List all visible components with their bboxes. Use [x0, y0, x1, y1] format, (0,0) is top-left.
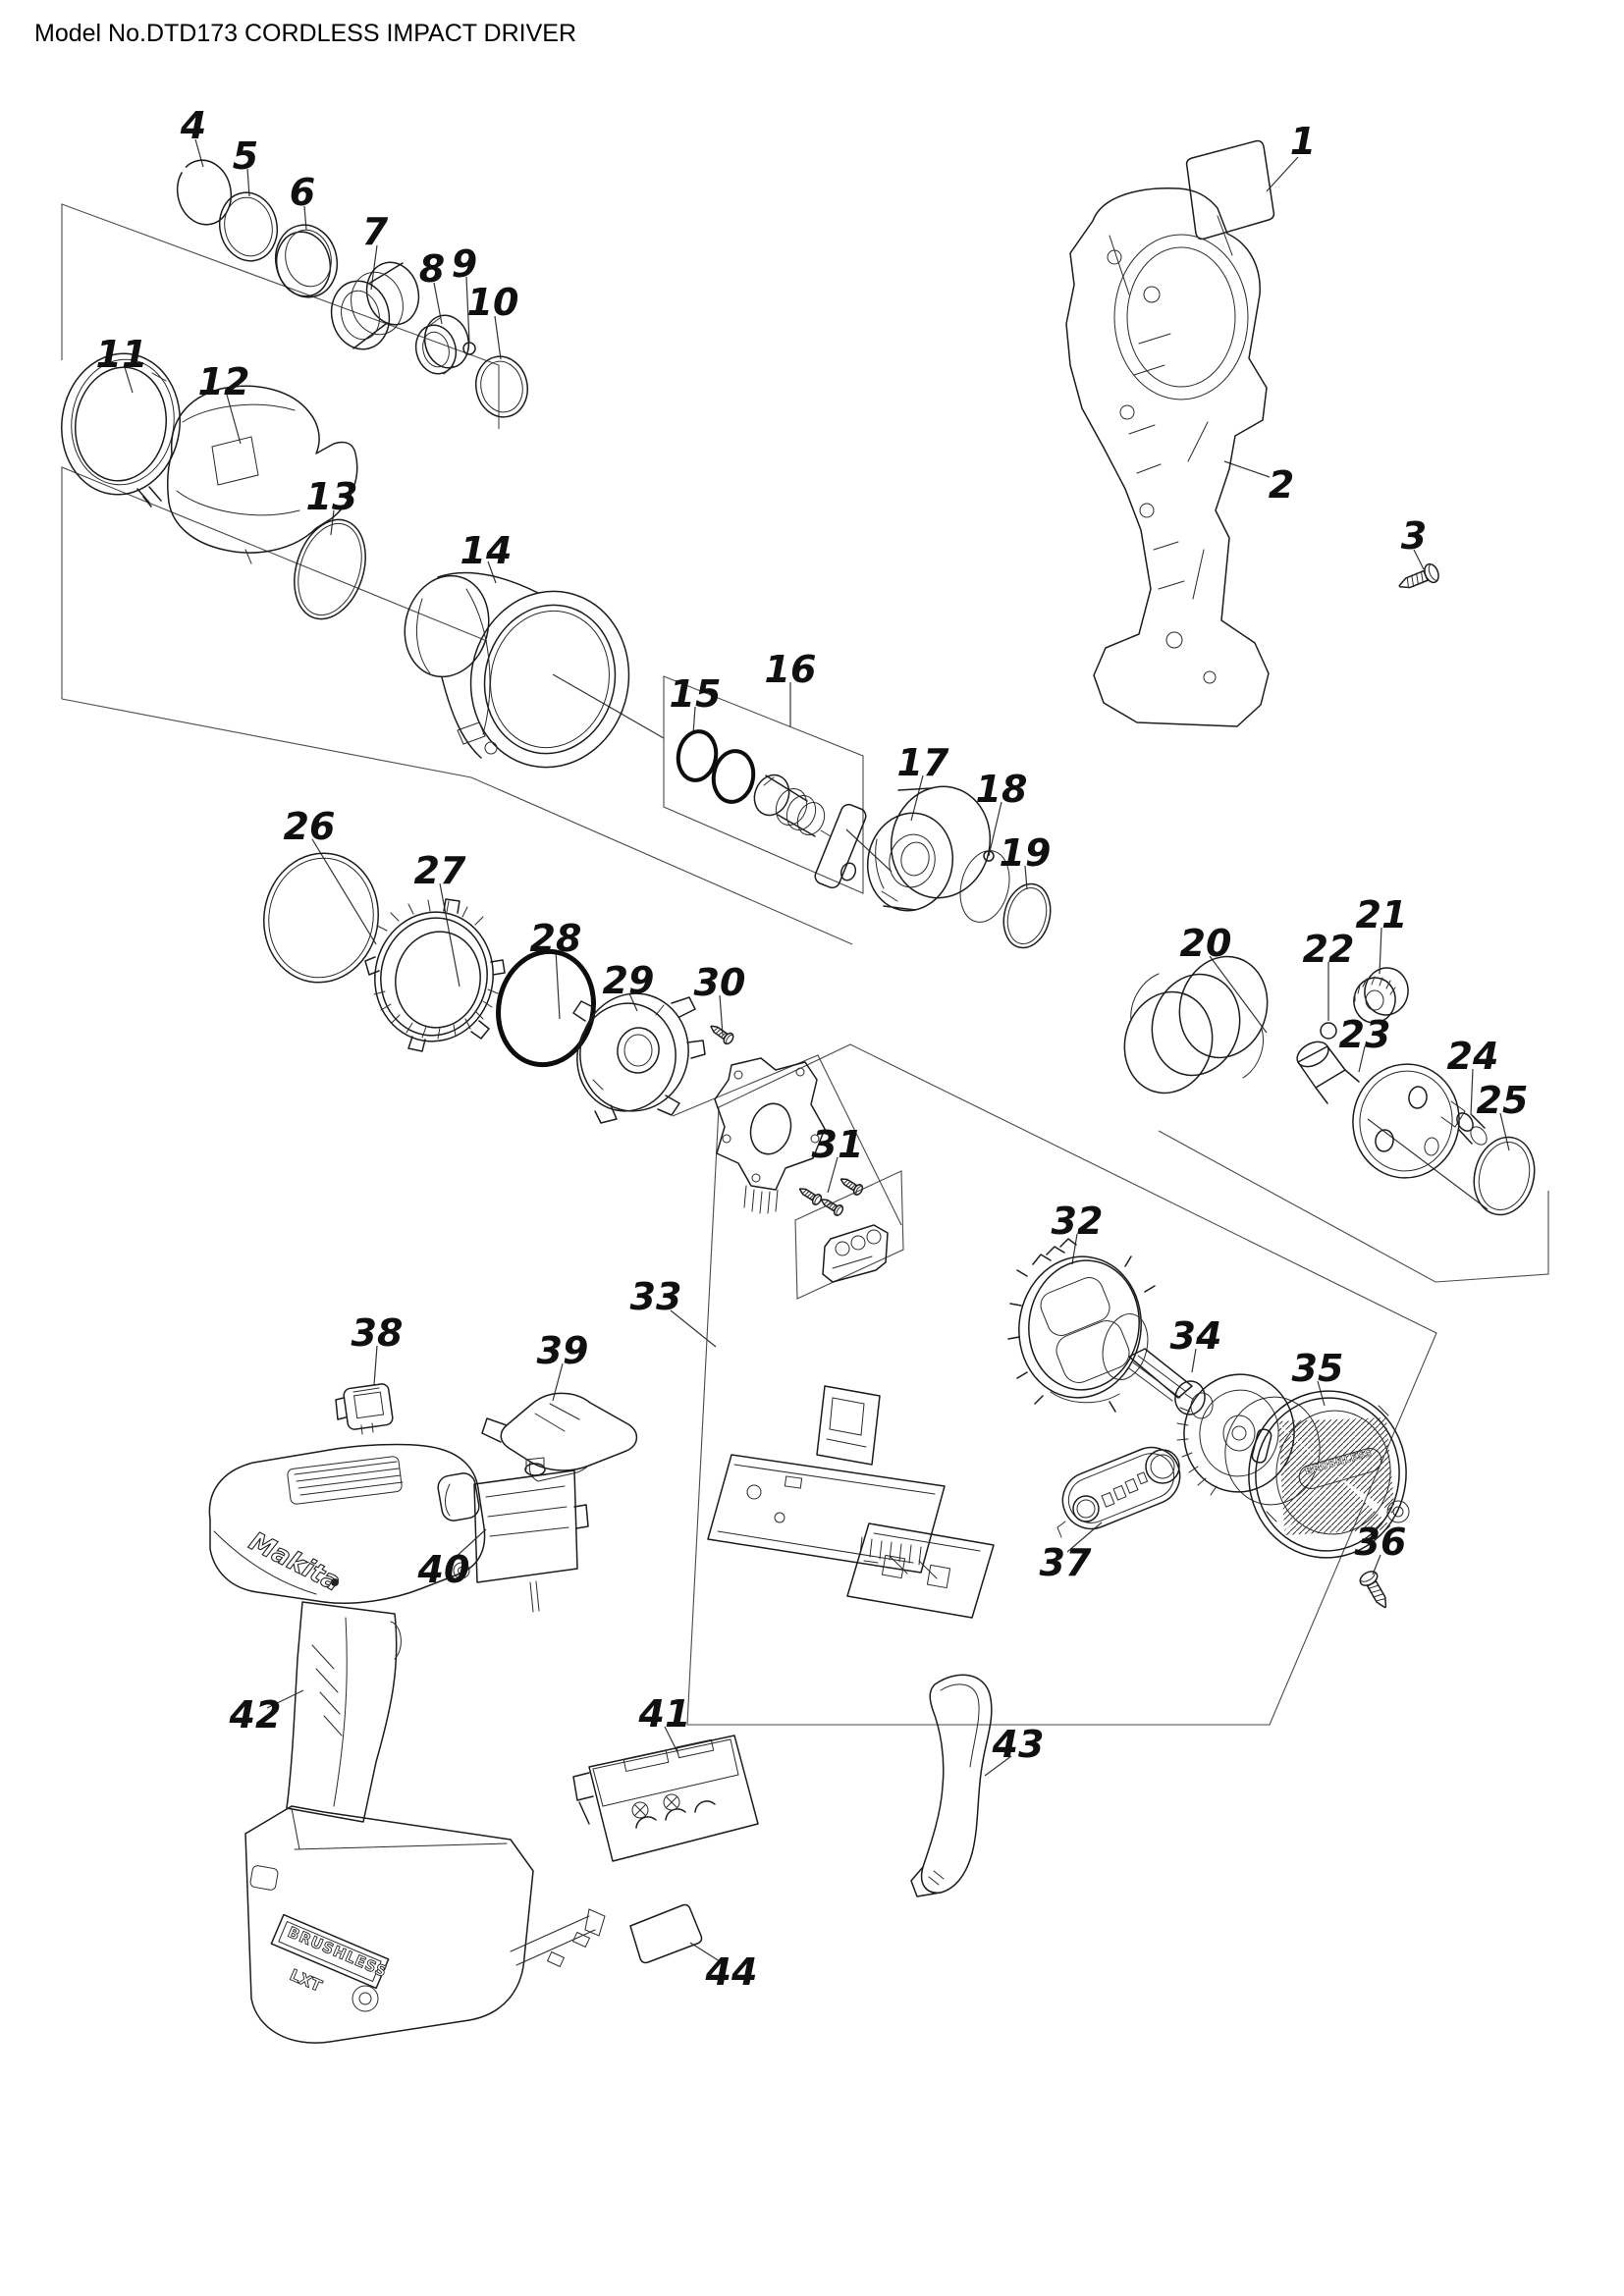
page-title: Model No.DTD173 CORDLESS IMPACT DRIVER	[34, 20, 576, 47]
part-23-spindle	[1293, 1037, 1467, 1185]
part-41-terminal-block	[573, 1735, 758, 1861]
part-label-11: 11	[96, 333, 148, 376]
part-40-switch	[436, 1458, 588, 1612]
part-label-29: 29	[603, 959, 655, 1002]
part-42-housing-set: Makita BRUSHLESS LXT	[209, 1445, 605, 2044]
part-label-24: 24	[1447, 1035, 1499, 1078]
part-label-32: 32	[1052, 1200, 1104, 1243]
part-label-21: 21	[1356, 893, 1408, 936]
part-16-anvil	[748, 770, 868, 890]
part-label-42: 42	[229, 1693, 282, 1736]
part-label-22: 22	[1303, 928, 1355, 971]
part-label-13: 13	[306, 475, 358, 518]
part-7-bushing	[324, 257, 425, 355]
part-5-flat-washer	[213, 187, 283, 267]
part-label-38: 38	[352, 1311, 404, 1355]
part-20-compression-spring	[1112, 946, 1278, 1103]
part-9-steel-ball	[463, 343, 475, 354]
part-21-bearing	[1350, 965, 1412, 1027]
part-22-steel-ball	[1321, 1023, 1336, 1039]
part-label-12: 12	[198, 360, 250, 403]
part-14-hammer-case	[394, 566, 645, 782]
part-6-spring-washer	[269, 219, 344, 302]
part-label-23: 23	[1339, 1013, 1391, 1056]
part-label-1: 1	[1290, 120, 1316, 163]
part-33-controller-assembly	[708, 1058, 994, 1618]
part-label-7: 7	[362, 210, 389, 253]
part-13-ring	[283, 510, 378, 628]
part-18-washer	[953, 845, 1016, 927]
part-label-31: 31	[812, 1123, 864, 1166]
part-label-25: 25	[1477, 1079, 1529, 1122]
battery-lxt-text: LXT	[287, 1965, 324, 1996]
part-label-27: 27	[414, 849, 466, 892]
part-label-43: 43	[992, 1723, 1045, 1766]
part-39-switch-lever	[482, 1393, 636, 1481]
part-17-hammer	[859, 777, 1001, 919]
part-label-36: 36	[1355, 1521, 1407, 1564]
part-43-belt-hook	[911, 1675, 992, 1896]
part-label-16: 16	[765, 648, 817, 691]
part-label-30: 30	[694, 961, 746, 1004]
part-10-ring	[470, 351, 533, 421]
part-label-34: 34	[1170, 1314, 1222, 1358]
part-label-35: 35	[1292, 1347, 1344, 1390]
leader-lines	[125, 139, 1509, 1963]
part-38-connector	[336, 1383, 394, 1434]
part-34-rotor	[1129, 1349, 1326, 1511]
part-27-ring-gear	[364, 899, 505, 1051]
part-3-screw	[1394, 561, 1442, 597]
part-44-label	[630, 1905, 702, 1963]
part-28-o-ring	[488, 942, 604, 1073]
part-11-retaining-ring	[53, 346, 189, 507]
part-35-motor-end-cap: BRUSHLESS	[1238, 1381, 1417, 1569]
part-label-19: 19	[1000, 831, 1052, 875]
part-2-housing-half	[1066, 188, 1269, 726]
part-label-8: 8	[419, 247, 445, 291]
part-label-2: 2	[1269, 463, 1294, 507]
part-label-28: 28	[530, 917, 582, 960]
part-8-collar	[411, 310, 474, 378]
part-4-stop-ring	[172, 155, 238, 230]
part-label-17: 17	[897, 741, 949, 784]
part-25-o-ring	[1466, 1131, 1543, 1221]
part-label-3: 3	[1401, 514, 1427, 558]
part-29-hammer-case-cover	[568, 985, 705, 1123]
part-19-ring	[998, 879, 1057, 952]
part-label-20: 20	[1180, 922, 1232, 965]
part-label-4: 4	[180, 104, 206, 147]
part-37-switch-panel	[1055, 1439, 1189, 1537]
part-label-41: 41	[638, 1692, 691, 1735]
part-26-ring	[253, 844, 388, 991]
part-label-40: 40	[417, 1548, 470, 1591]
part-label-18: 18	[976, 768, 1028, 811]
part-15-o-rings	[675, 728, 757, 805]
part-label-44: 44	[705, 1950, 758, 1994]
part-label-10: 10	[467, 281, 519, 324]
part-label-15: 15	[670, 672, 722, 716]
part-label-6: 6	[290, 171, 315, 214]
part-31-screws	[796, 1173, 888, 1282]
part-12-bumper	[168, 386, 357, 563]
part-label-14: 14	[460, 529, 513, 572]
part-36-screw	[1356, 1567, 1394, 1613]
part-label-5: 5	[233, 134, 258, 178]
part-label-33: 33	[630, 1275, 682, 1318]
part-32-stator	[1008, 1239, 1155, 1412]
part-24-pin	[1454, 1110, 1490, 1148]
part-label-37: 37	[1040, 1541, 1092, 1584]
part-label-9: 9	[452, 242, 477, 286]
part-label-39: 39	[537, 1329, 589, 1372]
part-1-label-sticker	[1187, 141, 1274, 240]
part-label-26: 26	[284, 805, 336, 848]
